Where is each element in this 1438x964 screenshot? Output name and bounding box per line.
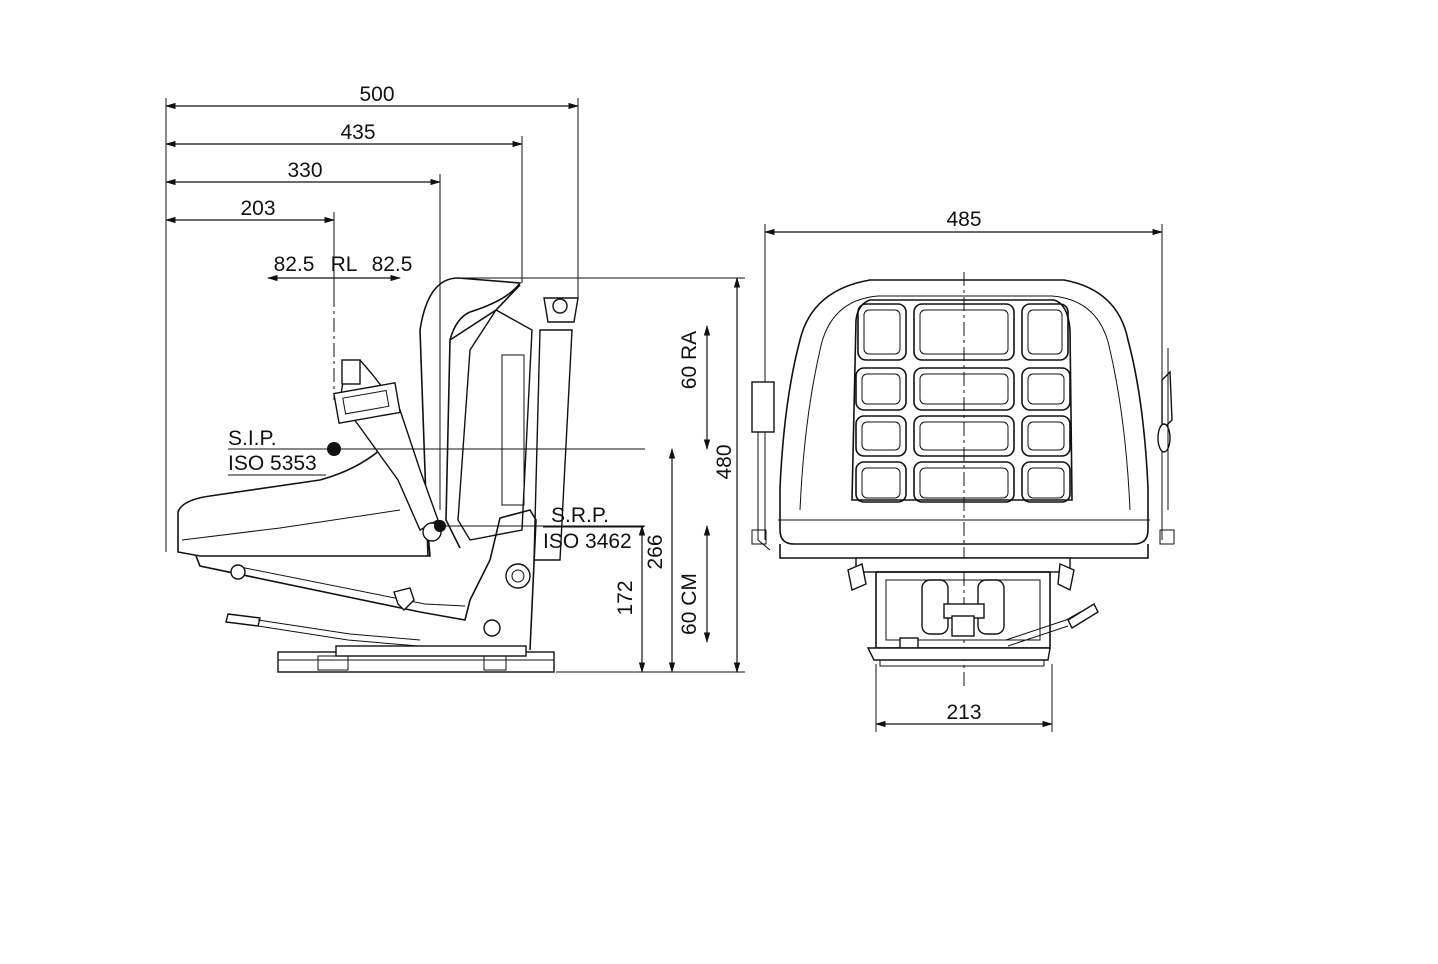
seat-side-drawing <box>177 277 645 673</box>
dim-203-label: 203 <box>240 197 275 220</box>
horizontal-dimensions: 500 435 330 203 82.5 RL 82.5 <box>164 83 580 552</box>
srp-standard-label: ISO 3462 <box>543 530 632 553</box>
rl-right-label: 82.5 <box>372 253 413 276</box>
ra-label: 60 RA <box>678 331 701 389</box>
sip-label: S.I.P. <box>228 427 277 450</box>
seat-suspension <box>779 544 1149 667</box>
side-view: 500 435 330 203 82.5 RL 82.5 <box>164 83 745 674</box>
cm-label: 60 CM <box>678 573 701 635</box>
backrest-pad-grid <box>851 299 1073 503</box>
dim-330-label: 330 <box>287 159 322 182</box>
dim-172-label: 172 <box>614 580 637 615</box>
sip-standard-label: ISO 5353 <box>228 452 317 475</box>
srp-label: S.R.P. <box>551 504 609 527</box>
dim-480-label: 480 <box>713 444 736 479</box>
front-view: 485 <box>751 208 1175 732</box>
dim-435-label: 435 <box>340 121 375 144</box>
rl-label: RL <box>331 253 358 276</box>
vertical-dimensions: 480 266 172 60 RA 60 CM <box>460 276 745 674</box>
front-width-label: 485 <box>946 208 981 231</box>
rl-left-label: 82.5 <box>274 253 315 276</box>
front-base-label: 213 <box>946 701 981 724</box>
dim-500-label: 500 <box>359 83 394 106</box>
dim-266-label: 266 <box>644 534 667 569</box>
